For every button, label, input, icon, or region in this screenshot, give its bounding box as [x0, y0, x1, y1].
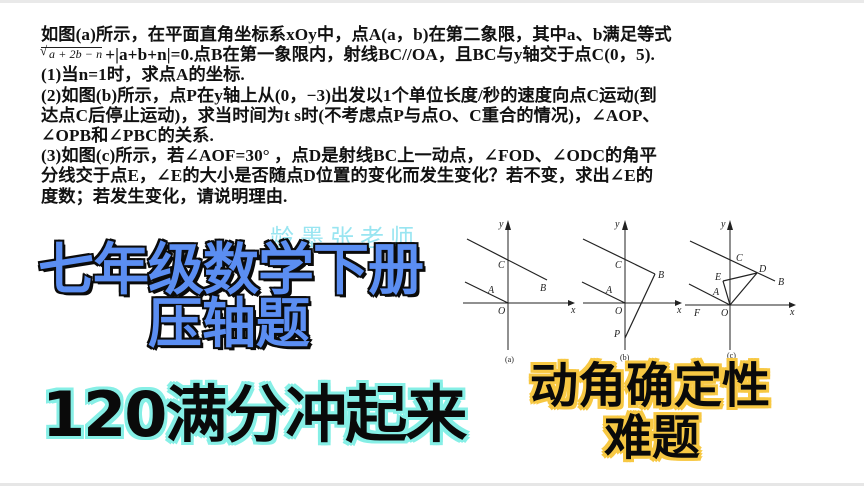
- label-o: O: [615, 306, 622, 317]
- title-grade-seven-math: 七年级数学下册: [37, 238, 426, 303]
- label-e: E: [714, 272, 721, 283]
- caption-a: (a): [505, 355, 514, 364]
- label-a: A: [605, 285, 613, 296]
- label-c: C: [615, 260, 622, 271]
- label-y: y: [614, 219, 620, 230]
- label-o: O: [498, 306, 505, 317]
- sqrt-expression: a + 2b − n: [40, 45, 103, 60]
- problem-line-7: (3)如图(c)所示，若∠AOF=30° ，点D是射线BC上一动点，∠FOD、∠…: [41, 146, 657, 166]
- bottom-border: [0, 483, 864, 486]
- label-b: B: [658, 270, 664, 281]
- problem-line-1: 如图(a)所示，在平面直角坐标系xOy中，点A(a，b)在第二象限，其中a、b满…: [41, 25, 672, 44]
- problem-line-3: (1)当n=1时，求点A的坐标.: [41, 65, 245, 85]
- tag-hard-problem: 难题: [604, 410, 701, 466]
- label-b: B: [778, 277, 784, 288]
- label-a: A: [712, 287, 720, 298]
- label-x: x: [570, 305, 576, 316]
- label-c: C: [736, 253, 743, 264]
- problem-line-4: (2)如图(b)所示，点P在y轴上从(0，−3)出发以1个单位长度/秒的速度向点…: [41, 85, 657, 105]
- label-x: x: [789, 307, 795, 318]
- problem-line-9: 度数；若发生变化，请说明理由.: [41, 186, 288, 206]
- figure-a: y x C B A O (a): [455, 210, 585, 365]
- label-p: P: [613, 329, 620, 340]
- top-border: [0, 0, 864, 3]
- label-y: y: [720, 219, 726, 230]
- caption-b: (b): [620, 353, 630, 362]
- problem-line-5: 达点C后停止运动)，求当时间为t s时(不考虑点P与点O、C重合的情况)，∠AO…: [41, 105, 660, 125]
- figure-b: y x C B A O P (b): [575, 210, 685, 365]
- slogan-full-score: 120满分冲起来: [42, 378, 467, 451]
- problem-line-8: 分线交于点E，∠E的大小是否随点D位置的变化而发生变化？若不变，求出∠E的: [41, 166, 654, 186]
- caption-c: (c): [727, 351, 736, 360]
- label-b: B: [540, 283, 546, 294]
- watermark: 龄墨张老师: [270, 224, 420, 252]
- problem-line-6: ∠OPB和∠PBC的关系.: [41, 126, 214, 146]
- problem-line-2: a + 2b − n+|a+b+n|=0.点B在第一象限内，射线BC//OA，且…: [40, 45, 841, 65]
- tag-dynamic-angle: 动角确定性: [530, 358, 771, 414]
- label-d: D: [758, 264, 767, 275]
- label-c: C: [498, 260, 505, 271]
- label-f: F: [693, 308, 701, 319]
- label-a: A: [487, 285, 495, 296]
- label-x: x: [676, 305, 682, 316]
- title-final-problem: 压轴题: [147, 292, 312, 355]
- label-o: O: [721, 308, 728, 319]
- problem-text: 如图(a)所示，在平面直角坐标系xOy中，点A(a，b)在第二象限，其中a、b满…: [40, 25, 841, 207]
- label-y: y: [498, 219, 504, 230]
- figure-c: y x C B D E A O F (c): [675, 210, 800, 365]
